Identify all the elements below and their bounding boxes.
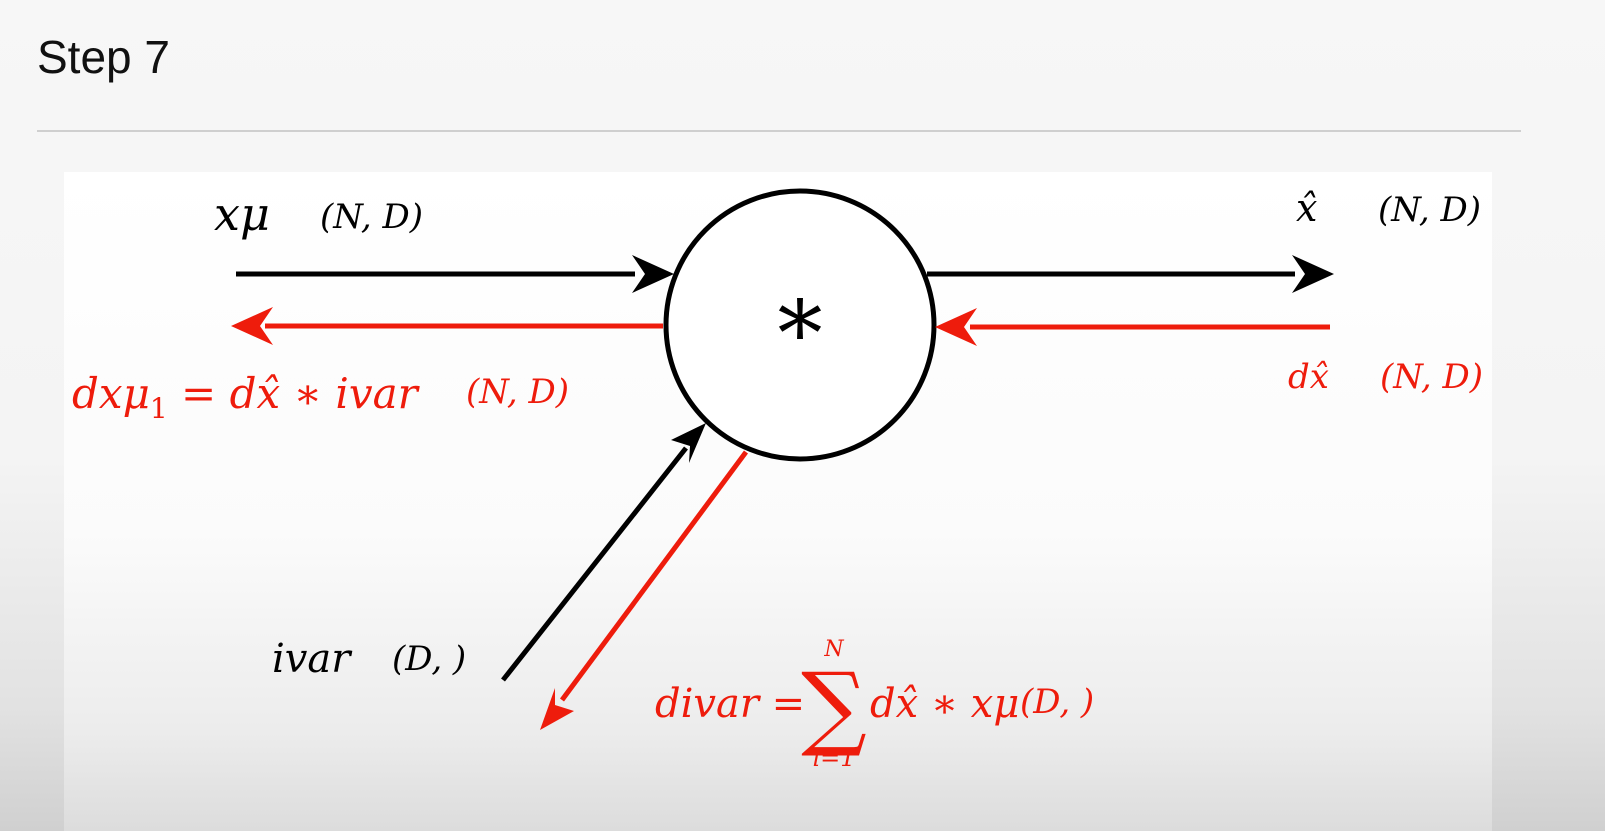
sum-upper-limit: N bbox=[823, 637, 844, 662]
dxmu1-shape: (N, D) bbox=[466, 372, 569, 412]
dxhat-label: dx̂ bbox=[1288, 357, 1329, 397]
xhat-forward-arrow bbox=[927, 255, 1334, 293]
xmu-shape: (N, D) bbox=[320, 197, 423, 237]
divar-term: dx̂ ∗ xμ bbox=[870, 681, 1019, 727]
ivar-label: ivar bbox=[272, 636, 353, 682]
divar-shape: (D, ) bbox=[1020, 682, 1094, 722]
xmu-forward-arrow bbox=[236, 255, 674, 293]
dxmu1-rhs: = dx̂ ∗ ivar bbox=[168, 369, 421, 418]
ivar-forward-arrow bbox=[501, 423, 706, 682]
sum-lower-limit: i=1 bbox=[812, 744, 855, 772]
slide-title: Step 7 bbox=[37, 31, 170, 83]
xhat-label: x̂ bbox=[1296, 186, 1317, 230]
dxmu1-equation: dxμ1 = dx̂ ∗ ivar bbox=[72, 369, 421, 425]
sum-symbol: ∑ bbox=[801, 653, 867, 760]
xmu-label: xμ bbox=[214, 187, 270, 241]
ivar-shape: (D, ) bbox=[392, 639, 466, 679]
title-divider bbox=[37, 130, 1521, 132]
divar-backward-arrow bbox=[540, 450, 749, 730]
dxhat-shape: (N, D) bbox=[1380, 357, 1483, 397]
dxmu1-backward-arrow bbox=[231, 307, 663, 345]
multiply-symbol: * bbox=[778, 282, 823, 387]
xhat-shape: (N, D) bbox=[1378, 190, 1481, 230]
dxhat-backward-arrow bbox=[935, 308, 1330, 346]
multiply-node bbox=[663, 188, 937, 462]
dxmu1-lhs: dxμ bbox=[72, 369, 150, 418]
divar-lhs: divar = bbox=[655, 681, 805, 727]
dxmu1-subscript: 1 bbox=[150, 392, 168, 425]
